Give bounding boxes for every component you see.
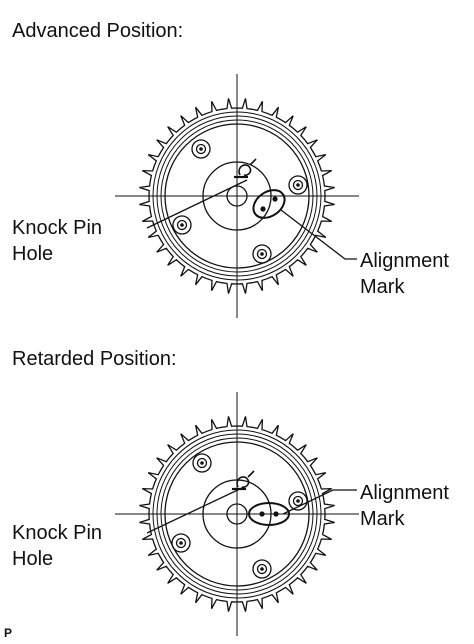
knock-pin-hook <box>236 476 250 488</box>
alignment-mark-dot <box>260 206 266 212</box>
advanced-sprocket-drawing <box>115 74 359 318</box>
bolt-hole-outer <box>252 244 272 264</box>
knock-pin-hook <box>238 164 252 176</box>
bolt-hole-outer <box>288 175 308 195</box>
bolt-hole-dot <box>179 541 183 545</box>
bolt-hole-dot <box>296 183 300 187</box>
bolt-hole-dot <box>296 499 300 503</box>
bolt-hole-inner <box>256 563 268 575</box>
advanced-knock-label-line1: Knock Pin <box>12 217 103 239</box>
leader-line <box>146 179 248 229</box>
bolt-hole-outer <box>172 215 192 235</box>
bolt-hole-dot <box>260 252 264 256</box>
bolt-hole-inner <box>195 143 207 155</box>
alignment-mark-ellipse <box>248 502 290 526</box>
retarded-heading: Retarded Position: <box>12 348 177 370</box>
bolt-hole-dot <box>199 147 203 151</box>
knock-pin-tip <box>247 470 255 478</box>
bolt-hole-outer <box>192 453 212 473</box>
advanced-knock-label-line2: Hole <box>12 243 54 265</box>
bolt-hole-outer <box>252 559 272 579</box>
bolt-hole-inner <box>292 179 304 191</box>
bolt-hole-dot <box>180 223 184 227</box>
bolt-hole-outer <box>171 533 191 553</box>
bolt-hole-inner <box>175 537 187 549</box>
bolt-hole-inner <box>292 495 304 507</box>
advanced-heading: Advanced Position: <box>12 20 184 42</box>
retarded-align-label-line1: Alignment <box>360 482 449 504</box>
leader-line <box>146 486 245 534</box>
advanced-align-label-line2: Mark <box>360 276 405 298</box>
bolt-hole-outer <box>191 139 211 159</box>
retarded-sprocket-drawing <box>115 392 359 636</box>
retarded-knock-label-line2: Hole <box>12 548 54 570</box>
bolt-hole-dot <box>200 461 204 465</box>
alignment-mark-dot <box>259 511 265 517</box>
bolt-hole-outer <box>288 491 308 511</box>
retarded-knock-label-line1: Knock Pin <box>12 522 103 544</box>
bolt-hole-dot <box>260 567 264 571</box>
bolt-hole-inner <box>196 457 208 469</box>
knock-pin-tip <box>249 158 257 166</box>
bolt-hole-inner <box>176 219 188 231</box>
alignment-mark-ellipse <box>252 189 286 219</box>
leader-line <box>280 209 357 260</box>
leader-line <box>282 489 357 515</box>
corner-code: P <box>4 626 13 640</box>
bolt-hole-inner <box>256 248 268 260</box>
alignment-mark-dot <box>273 511 279 517</box>
advanced-align-label-line1: Alignment <box>360 250 449 272</box>
alignment-mark-dot <box>272 196 278 202</box>
retarded-align-label-line2: Mark <box>360 508 405 530</box>
